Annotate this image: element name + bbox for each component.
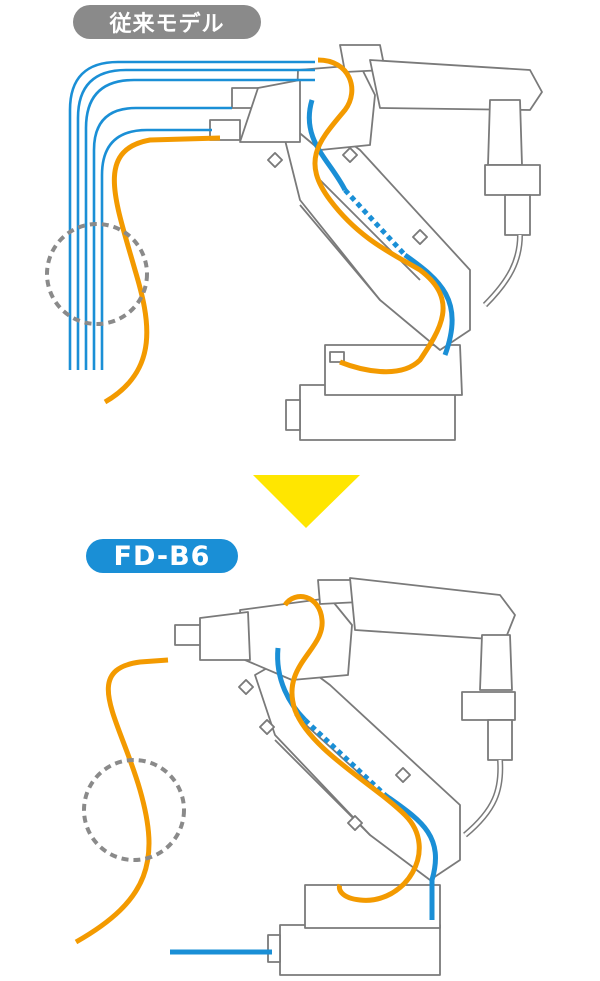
bolt (329, 351, 345, 363)
bolt (259, 719, 275, 735)
external-cable (84, 78, 315, 370)
bolt (412, 229, 428, 245)
new-model-label: FD-B6 (86, 539, 238, 573)
external-cable (92, 106, 232, 370)
external-cable (100, 128, 212, 370)
external-cable (76, 68, 315, 370)
base-connector (285, 399, 301, 431)
internal-cable-hidden (343, 188, 407, 257)
bolt (347, 815, 363, 831)
welding-torch-inner (483, 234, 522, 307)
robot-forearm (369, 59, 543, 111)
torch-cable-internal (282, 594, 422, 903)
bolt (267, 152, 283, 168)
bolt (395, 767, 411, 783)
torch-cable-external (74, 657, 169, 945)
external-cable (68, 60, 315, 370)
bolt (238, 679, 254, 695)
transition-arrow (253, 475, 360, 528)
bolt (342, 147, 358, 163)
wrist-flange (484, 164, 541, 196)
conventional-model-label: 従来モデル (73, 5, 261, 39)
torch-cable-internal (312, 57, 446, 375)
torch-mount (504, 194, 531, 236)
external-cables (68, 60, 315, 370)
interference-zone (45, 222, 149, 326)
cable-inlet-housing (239, 79, 301, 143)
welding-torch-inner (464, 759, 502, 837)
robot-base (279, 924, 441, 976)
base-connector (267, 934, 281, 963)
robot-turntable (304, 884, 441, 929)
torch-mount (487, 719, 513, 761)
robot-shoulder (239, 597, 353, 681)
torch-cable-external (103, 135, 221, 405)
wrist-flange (461, 691, 516, 721)
internal-cable (383, 792, 438, 920)
robot-forearm (349, 577, 516, 641)
down-arrow-icon (253, 475, 360, 528)
robot-outline (174, 577, 516, 976)
internal-cable-hidden (303, 718, 387, 797)
interference-zone (82, 758, 186, 862)
internal-cable (275, 647, 307, 722)
conventional-robot-diagram (45, 44, 543, 441)
cable-inlet-housing (199, 611, 251, 661)
robot-wrist (479, 634, 513, 691)
internal-cable (403, 252, 455, 356)
